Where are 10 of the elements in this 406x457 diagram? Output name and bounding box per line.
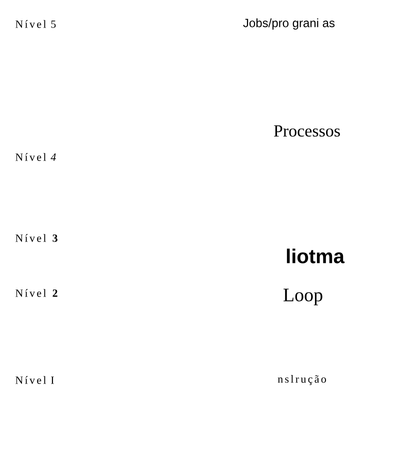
level-label: Nível I <box>16 376 54 384</box>
level-text: Processos <box>274 125 340 137</box>
level-label: Nível 2 <box>16 289 58 297</box>
level-label: Nível 4 <box>16 153 56 161</box>
level-text: nslrução <box>278 375 326 385</box>
level-text: Jobs/pro grani as <box>243 18 335 30</box>
level-text: liotma <box>286 248 345 264</box>
level-label: Nível 5 <box>16 20 56 28</box>
level-text: Loop <box>284 288 322 306</box>
level-label: Nível 3 <box>16 234 58 242</box>
